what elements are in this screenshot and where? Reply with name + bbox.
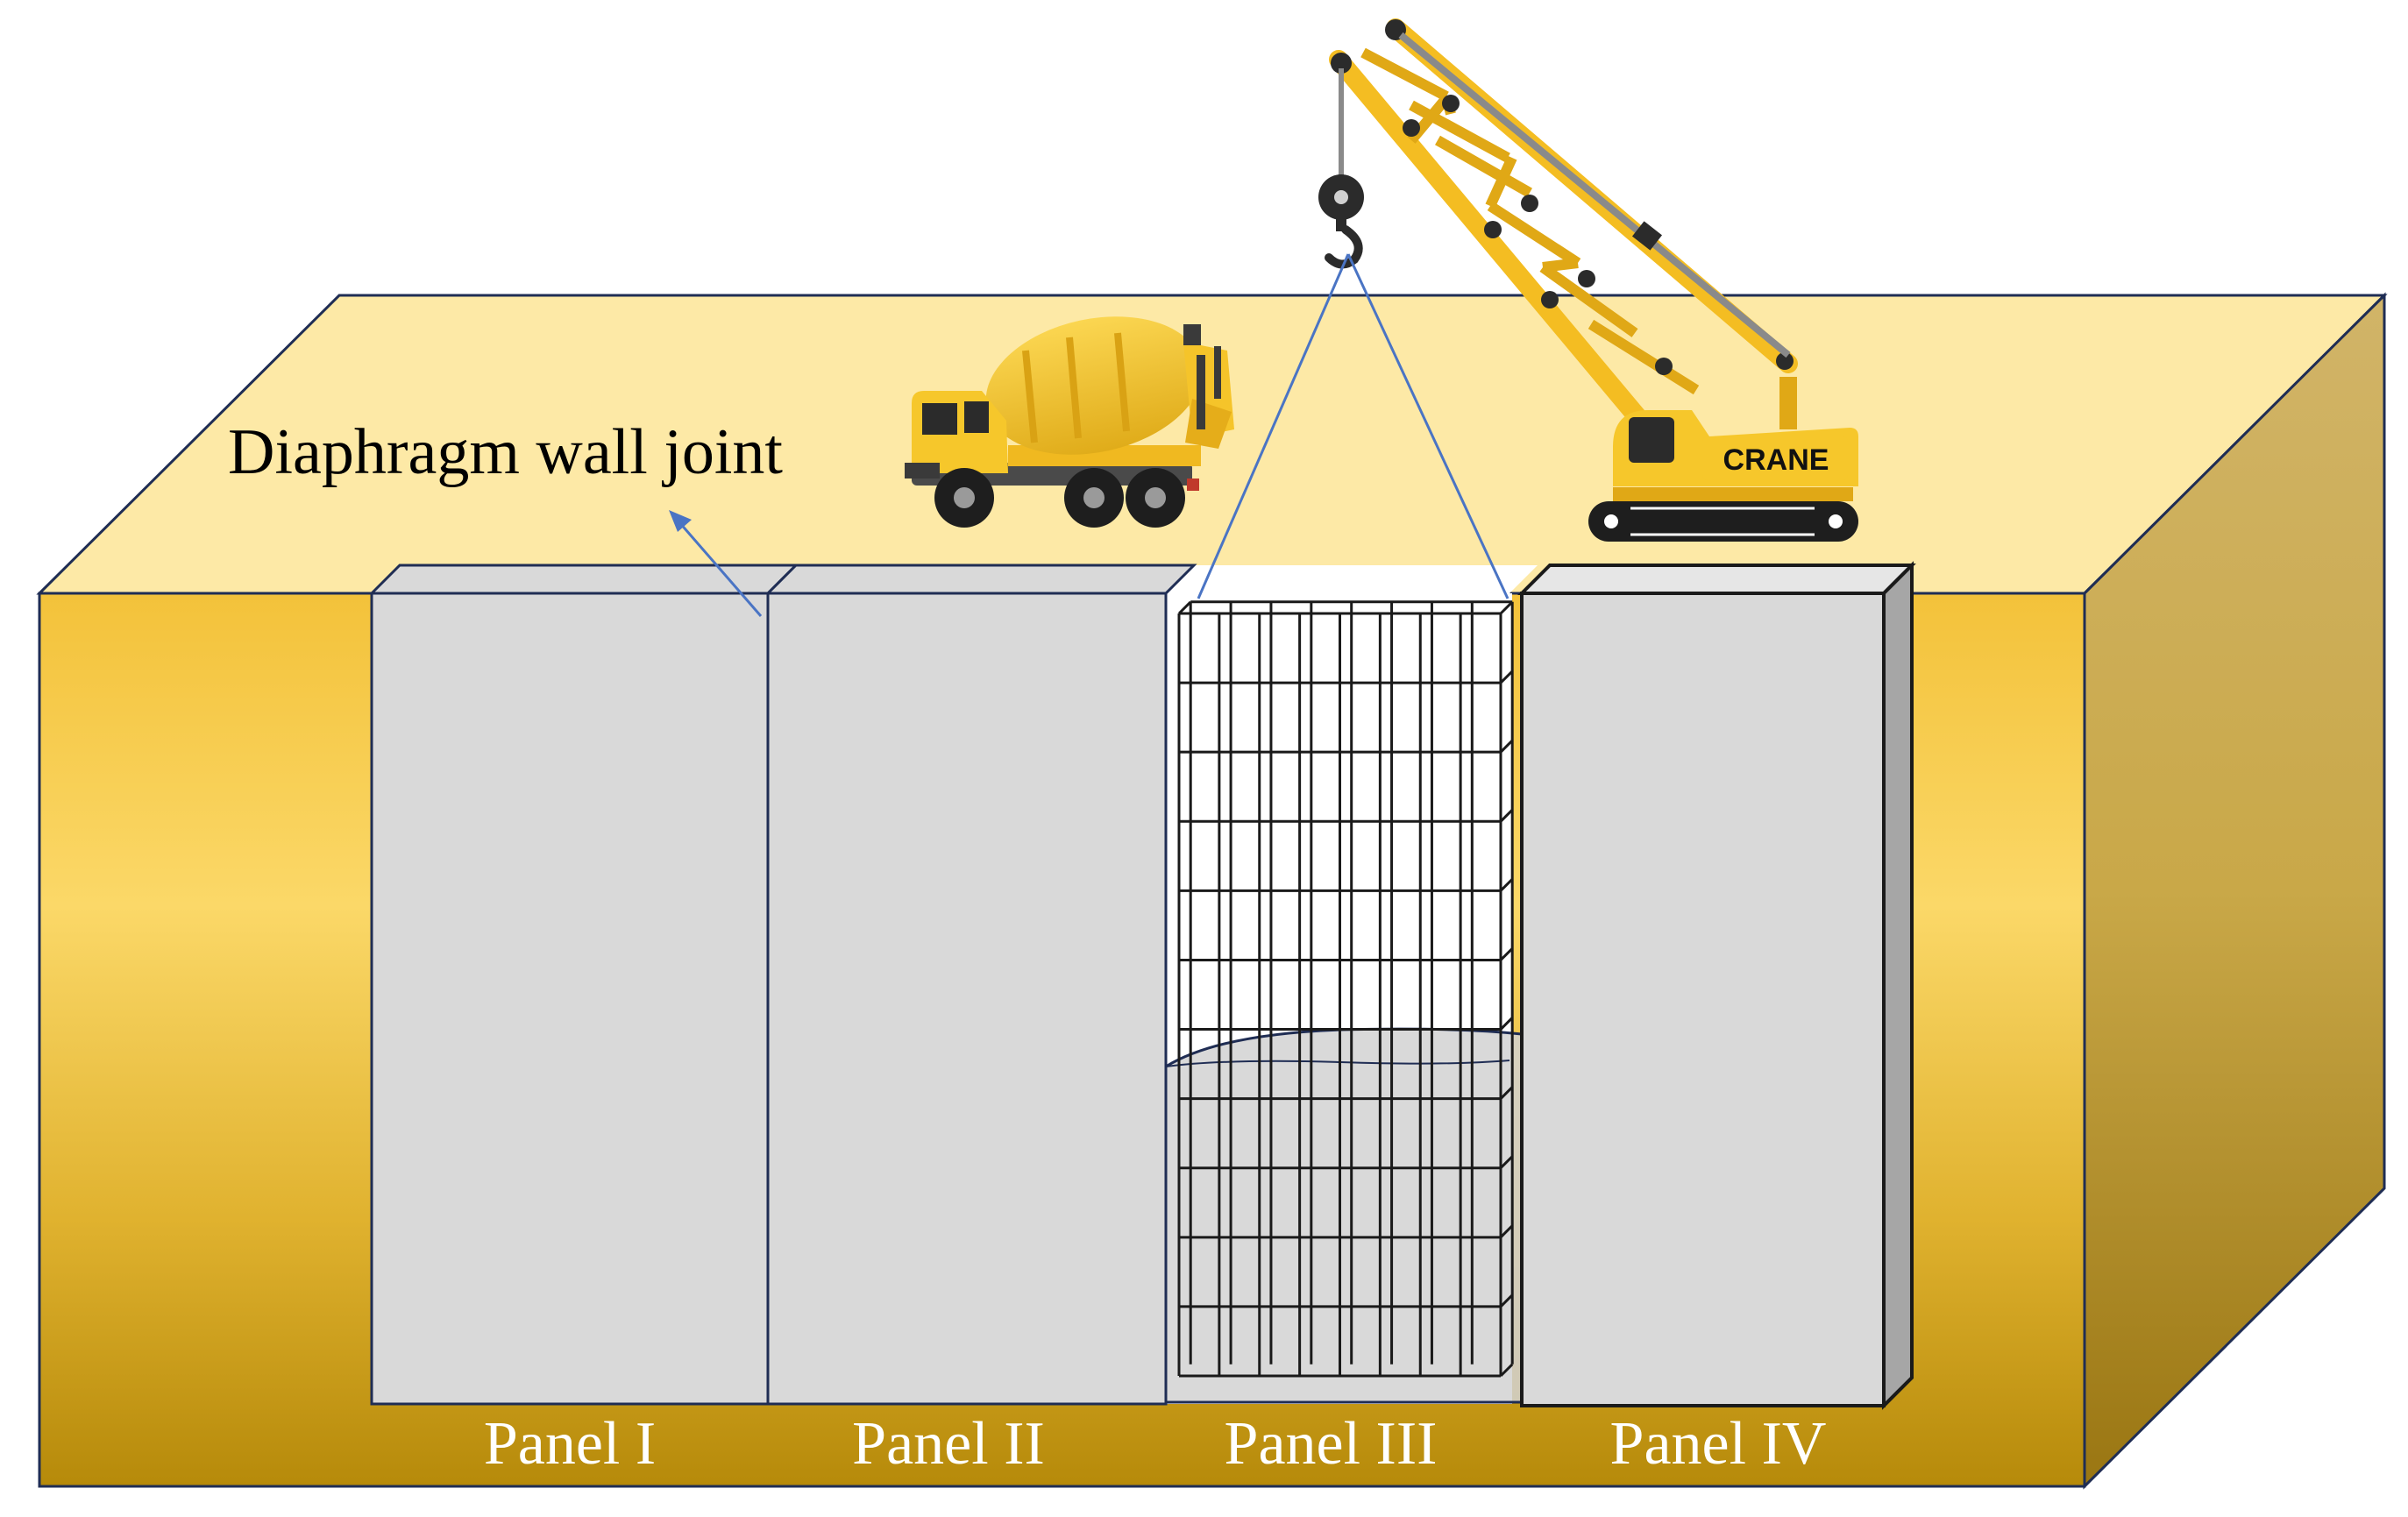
- trench-opening: [1166, 565, 1538, 593]
- panel-iv-top: [1517, 564, 1916, 595]
- panel-label-ii: Panel II: [852, 1410, 1045, 1478]
- rebar-hoop-tie: [1499, 1086, 1514, 1100]
- panel-iv-side: [1882, 561, 1914, 1410]
- panel-i-top: [368, 564, 799, 595]
- rebar-hoop-tie: [1499, 600, 1514, 615]
- panel-i-face: [370, 592, 770, 1406]
- rebar-hoop-tie: [1499, 947, 1514, 961]
- panel-label-i: Panel I: [484, 1410, 656, 1478]
- rebar-hoop-tie: [1499, 878, 1514, 892]
- concrete-mixer-truck-icon: [905, 316, 1234, 528]
- panel-ii-face: [766, 592, 1168, 1406]
- rebar-cage: [1177, 600, 1514, 1378]
- joint-arrow: [669, 510, 763, 617]
- panel-label-iii: Panel III: [1225, 1410, 1438, 1478]
- panel-iv: [1517, 561, 1916, 1410]
- rebar-hoop-tie: [1177, 600, 1192, 615]
- lifting-slings: [1197, 253, 1509, 599]
- rebar-hoop-tie: [1499, 670, 1514, 684]
- rebar-hoop-tie: [1499, 809, 1514, 823]
- rebar-hoop-tie: [1499, 739, 1514, 754]
- rebar-hoop-tie: [1499, 1294, 1514, 1308]
- panel-i: [368, 564, 799, 1406]
- panel-iv-face: [1520, 592, 1886, 1407]
- panel-label-iv: Panel IV: [1610, 1410, 1827, 1478]
- crane-hook-icon: [1318, 174, 1364, 269]
- rebar-hoop-tie: [1499, 1155, 1514, 1169]
- panel-iii: [1164, 600, 1524, 1404]
- rebar-hoop-tie: [1499, 1017, 1514, 1031]
- rebar-hoop-tie: [1499, 1224, 1514, 1238]
- crane-cab-label: CRANE: [1723, 443, 1829, 477]
- joint-label: Diaphragm wall joint: [228, 416, 783, 488]
- rebar-hoop-tie: [1499, 1363, 1514, 1378]
- panel-ii-top: [764, 564, 1197, 595]
- panel-ii: [764, 564, 1197, 1406]
- crawler-crane-icon: CRANE: [1329, 18, 1858, 542]
